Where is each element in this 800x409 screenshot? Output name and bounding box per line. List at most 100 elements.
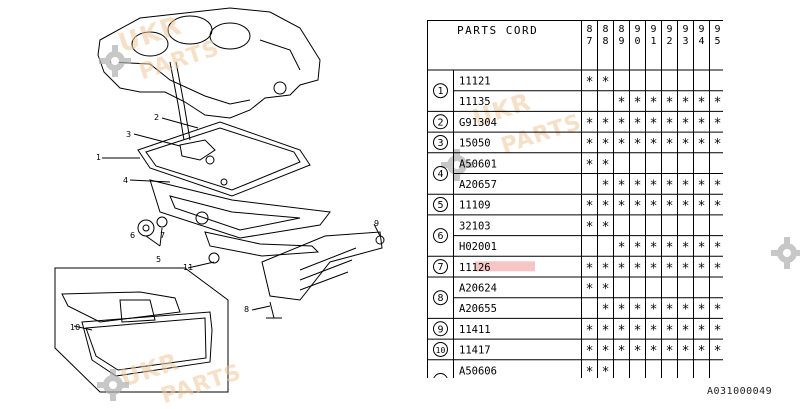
fit-mark: * xyxy=(634,137,642,152)
fit-mark: * xyxy=(586,344,594,359)
year-digit: 4 xyxy=(698,36,704,47)
ref-circle xyxy=(433,83,448,99)
ref-number: 8 xyxy=(437,293,443,304)
fit-mark: * xyxy=(602,365,610,378)
part-code: A20624 xyxy=(459,283,497,295)
ref-circle xyxy=(433,197,448,213)
fit-mark: * xyxy=(698,96,706,111)
fit-mark: * xyxy=(586,75,594,90)
fit-mark: * xyxy=(650,116,658,131)
ref-circle xyxy=(433,134,448,150)
fit-mark: * xyxy=(682,137,690,152)
gear-icon xyxy=(97,369,129,401)
ref-number: 2 xyxy=(437,117,443,128)
part-code: A20655 xyxy=(459,303,497,315)
year-digit: 8 xyxy=(618,24,624,35)
callout-10: 10 xyxy=(70,323,80,332)
fit-mark: * xyxy=(714,303,722,318)
callout-2: 2 xyxy=(154,113,159,122)
fit-mark: * xyxy=(602,75,610,90)
callout-4: 4 xyxy=(123,176,128,185)
part-code: A50601 xyxy=(459,158,497,170)
fit-mark: * xyxy=(634,179,642,194)
fit-mark: * xyxy=(634,241,642,256)
fit-mark: * xyxy=(682,303,690,318)
year-digit: 9 xyxy=(650,24,656,35)
fit-mark: * xyxy=(714,241,722,256)
year-digit: 1 xyxy=(650,36,656,47)
fit-mark: * xyxy=(618,116,626,131)
fit-mark: * xyxy=(666,137,674,152)
fit-mark: * xyxy=(618,199,626,214)
fit-mark: * xyxy=(586,282,594,297)
callout-5: 5 xyxy=(156,255,161,264)
fit-mark: * xyxy=(714,344,722,359)
callout-11: 11 xyxy=(183,263,193,272)
fit-mark: * xyxy=(650,261,658,276)
table-header: PARTS CORD xyxy=(457,24,538,37)
fit-mark: * xyxy=(698,303,706,318)
gear-icon xyxy=(99,45,131,77)
fit-mark: * xyxy=(682,96,690,111)
year-digit: 2 xyxy=(666,36,672,47)
gear-icon xyxy=(441,149,473,181)
fit-mark: * xyxy=(650,199,658,214)
engine-block xyxy=(97,7,321,119)
fit-mark: * xyxy=(618,179,626,194)
ref-circle xyxy=(433,321,448,337)
year-digit: 9 xyxy=(698,24,704,35)
fit-mark: * xyxy=(650,303,658,318)
fit-mark: * xyxy=(666,199,674,214)
ref-circle xyxy=(433,290,448,306)
callout-8: 8 xyxy=(244,305,249,314)
fit-mark: * xyxy=(618,261,626,276)
fit-mark: * xyxy=(602,158,610,173)
splash-shield xyxy=(261,231,383,301)
fit-mark: * xyxy=(698,323,706,338)
gear-icon xyxy=(771,237,800,269)
fit-mark: * xyxy=(602,303,610,318)
fit-mark: * xyxy=(698,179,706,194)
part-code: A50606 xyxy=(459,365,497,377)
fit-mark: * xyxy=(602,179,610,194)
callout-3: 3 xyxy=(126,130,131,139)
fit-mark: * xyxy=(634,303,642,318)
callout-7: 7 xyxy=(160,231,165,240)
ref-number: 4 xyxy=(437,169,443,180)
year-digit: 8 xyxy=(586,24,592,35)
fit-mark: * xyxy=(698,116,706,131)
year-digit: 8 xyxy=(602,24,608,35)
fit-mark: * xyxy=(634,344,642,359)
callout-6: 6 xyxy=(130,231,135,240)
fit-mark: * xyxy=(650,137,658,152)
fit-mark: * xyxy=(650,344,658,359)
fit-mark: * xyxy=(650,96,658,111)
ref-circle xyxy=(433,114,448,130)
fit-mark: * xyxy=(714,116,722,131)
fit-mark: * xyxy=(602,344,610,359)
part-code: 11417 xyxy=(459,345,491,357)
fit-mark: * xyxy=(602,220,610,235)
part-code: 32103 xyxy=(459,220,491,232)
ref-circle xyxy=(433,228,448,244)
callout-1: 1 xyxy=(96,153,101,162)
fit-mark: * xyxy=(666,96,674,111)
fit-mark: * xyxy=(682,323,690,338)
ref-circle xyxy=(433,341,448,357)
fit-mark: * xyxy=(682,241,690,256)
fit-mark: * xyxy=(634,96,642,111)
exploded-diagram: 1 2 3 4 5 6 7 8 9 10 11 xyxy=(54,7,385,393)
fit-mark: * xyxy=(586,220,594,235)
part-code: 11109 xyxy=(459,200,491,212)
ref-number: 10 xyxy=(436,346,446,355)
fit-mark: * xyxy=(698,199,706,214)
fit-mark: * xyxy=(602,323,610,338)
fit-mark: * xyxy=(714,323,722,338)
fit-mark: * xyxy=(666,323,674,338)
fit-mark: * xyxy=(586,199,594,214)
callout-9: 9 xyxy=(374,219,379,228)
upper-oil-pan xyxy=(137,121,311,197)
document-code: A031000049 xyxy=(707,386,773,397)
fit-mark: * xyxy=(698,137,706,152)
year-digit: 5 xyxy=(714,36,720,47)
